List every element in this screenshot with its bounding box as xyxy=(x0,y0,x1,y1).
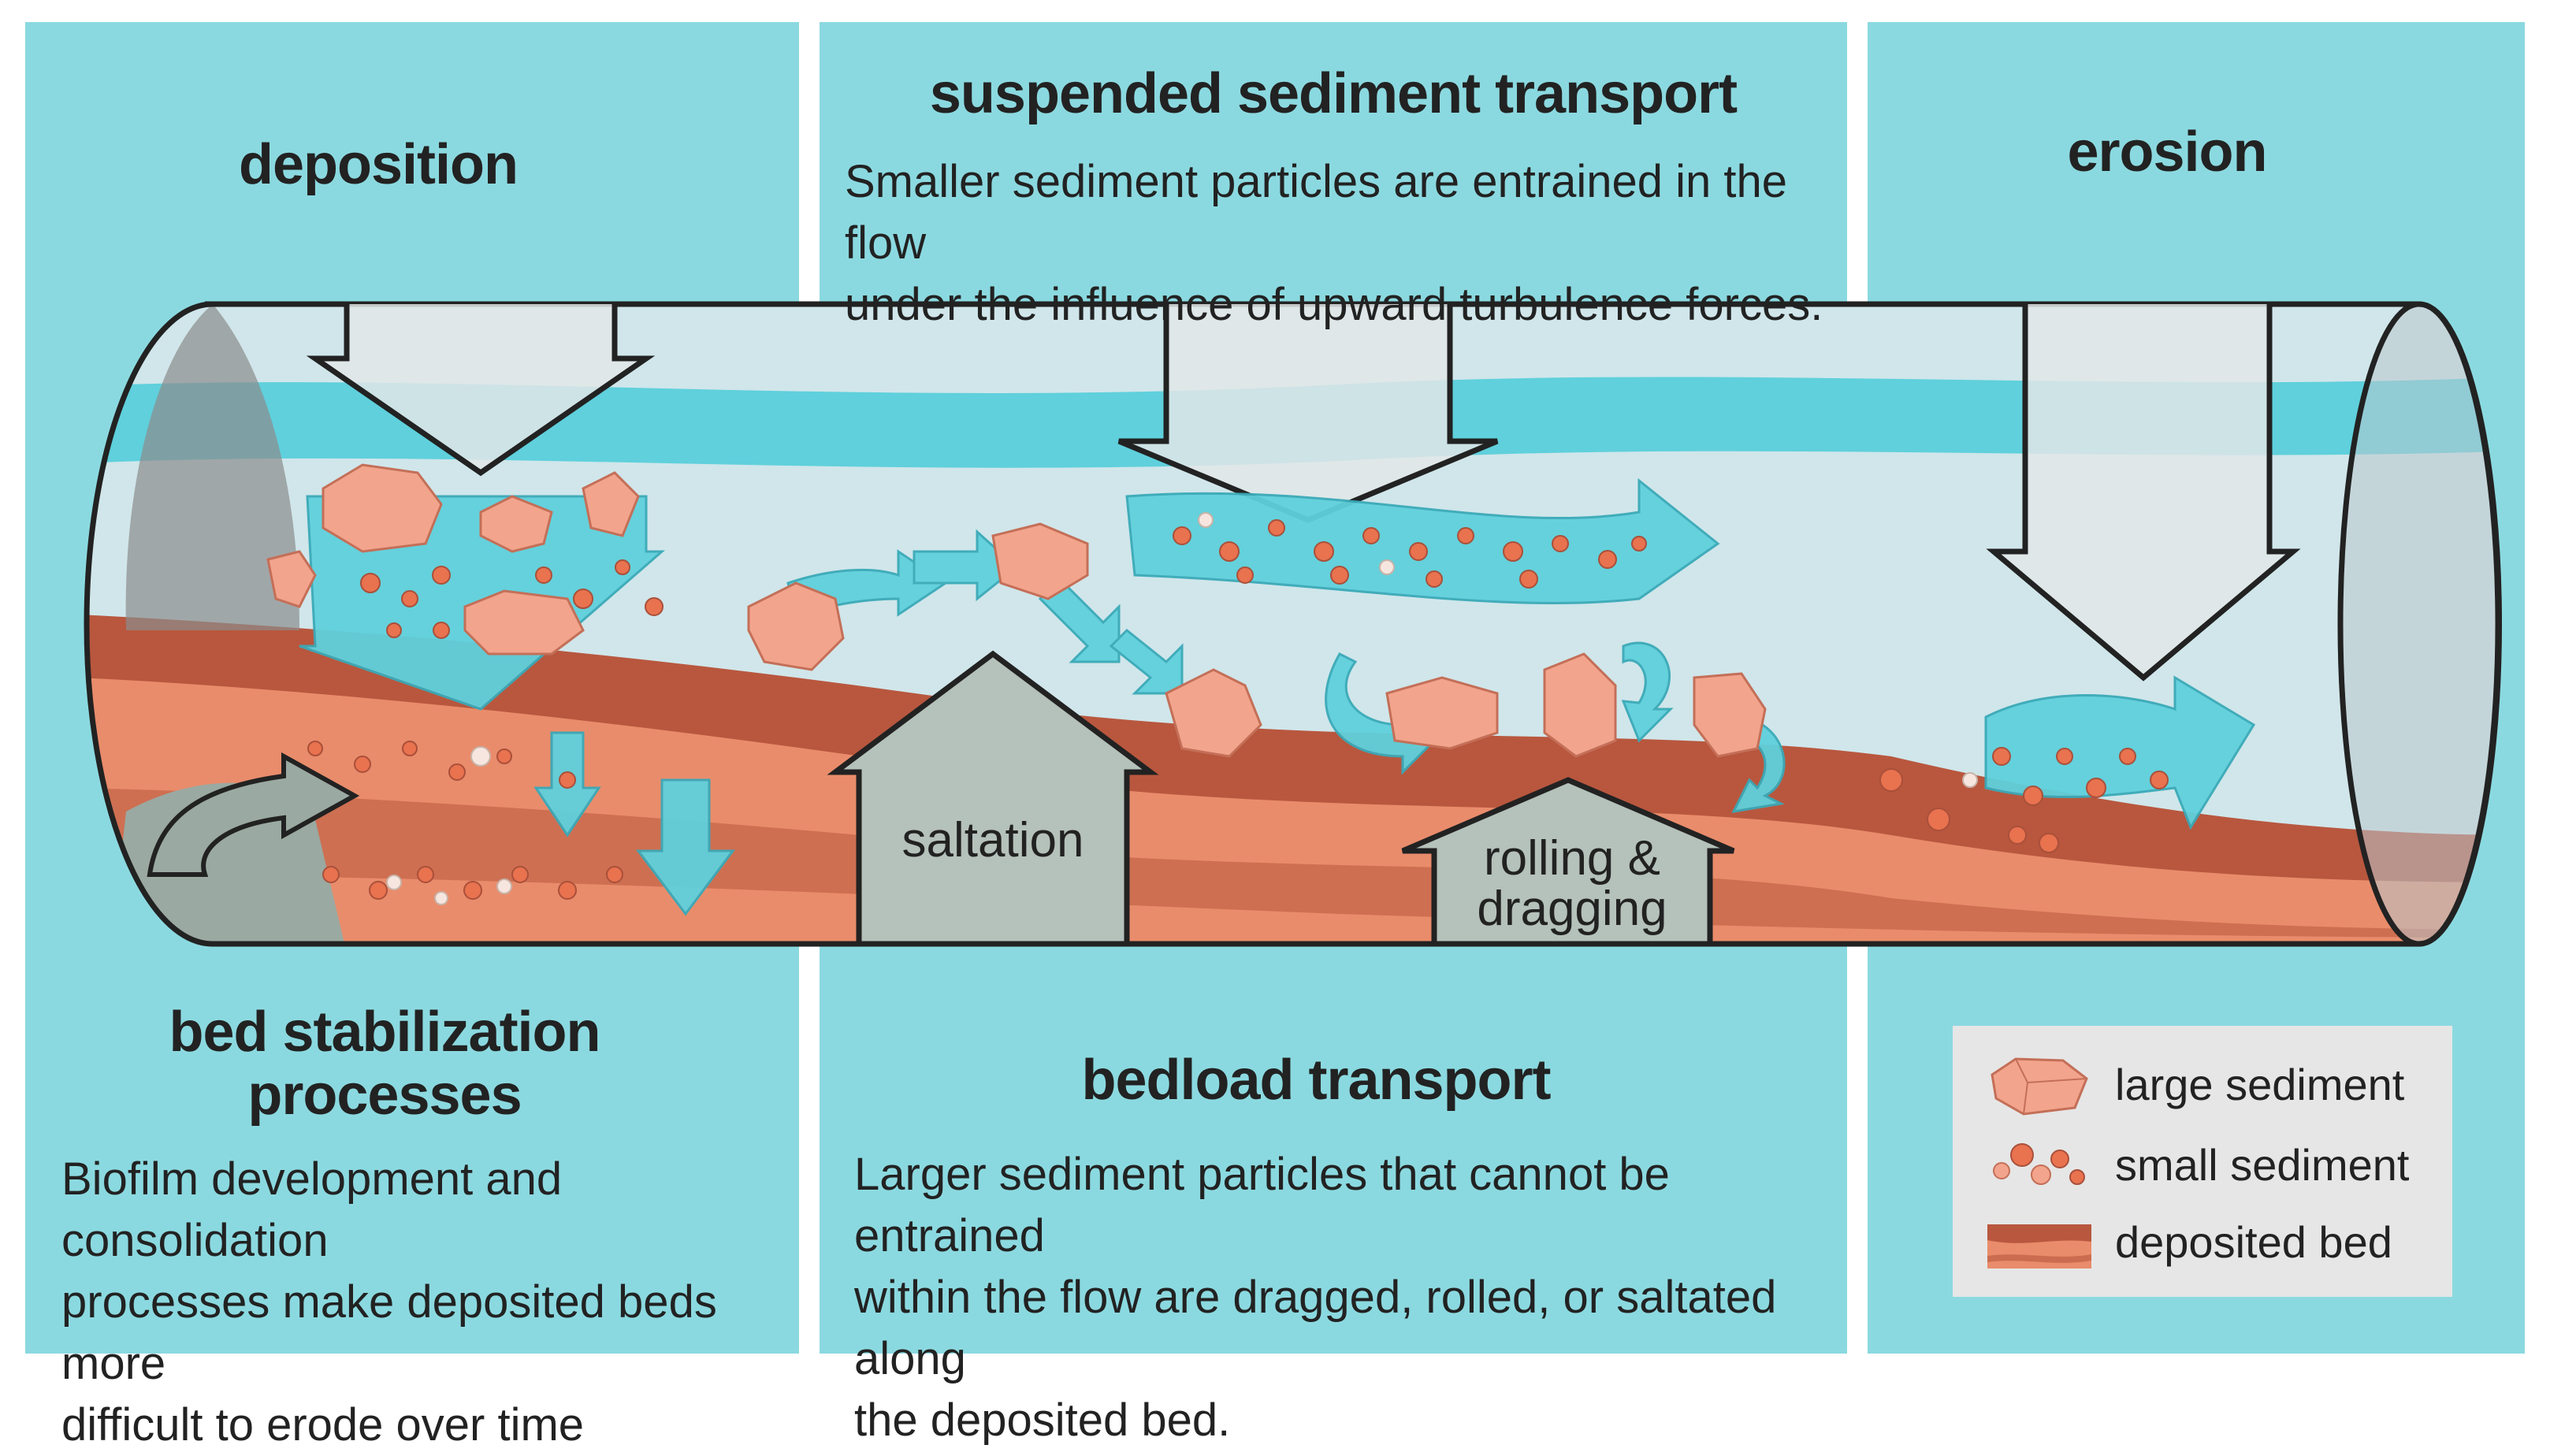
pipe-diagram xyxy=(84,301,2502,947)
legend-item-deposited-bed: deposited bed xyxy=(1953,1201,2452,1280)
suspended-body-line-1: Smaller sediment particles are entrained… xyxy=(845,156,1788,269)
bedload-body-line-2: within the flow are dragged, rolled, or … xyxy=(854,1272,1777,1384)
legend-label-large-sediment: large sediment xyxy=(2115,1060,2405,1109)
bed-stabilization-title-line-1: bed stabilization xyxy=(169,1001,600,1064)
bedload-body-line-3: the deposited bed. xyxy=(854,1395,1231,1446)
suspended-body: Smaller sediment particles are entrained… xyxy=(845,151,1838,336)
legend-item-small-sediment: small sediment xyxy=(1953,1124,2452,1202)
legend-label-small-sediment: small sediment xyxy=(2115,1140,2410,1190)
erosion-title: erosion xyxy=(2067,121,2267,184)
bedload-title: bedload transport xyxy=(1081,1049,1551,1112)
large-sediment-icon xyxy=(1991,1057,2088,1116)
legend-item-large-sediment: large sediment xyxy=(1953,1043,2452,1122)
bed-stabilization-title-line-2: processes xyxy=(247,1064,522,1127)
small-sediment-icon xyxy=(1993,1143,2085,1185)
rolling-label-line-1: rolling & xyxy=(1484,831,1660,886)
legend-label-deposited-bed: deposited bed xyxy=(2115,1217,2392,1267)
bedload-body-line-1: Larger sediment particles that cannot be… xyxy=(854,1149,1670,1261)
rolling-dragging-label: rolling & dragging xyxy=(1434,834,1710,934)
deposition-title: deposition xyxy=(239,133,519,196)
bed-stabilization-body-line-2: processes make deposited beds more xyxy=(61,1276,717,1389)
rolling-label-line-2: dragging xyxy=(1477,882,1667,936)
suspended-title: suspended sediment transport xyxy=(929,62,1738,125)
bed-stabilization-body-line-1: Biofilm development and consolidation xyxy=(61,1153,563,1266)
bed-stabilization-body-line-3: difficult to erode over time xyxy=(61,1399,585,1450)
bed-stabilization-title: bed stabilization processes xyxy=(69,1001,700,1127)
saltation-label: saltation xyxy=(901,813,1084,867)
suspended-body-line-2: under the influence of upward turbulence… xyxy=(845,279,1823,330)
deposited-bed-icon xyxy=(1987,1224,2091,1268)
bedload-body: Larger sediment particles that cannot be… xyxy=(854,1144,1839,1451)
bed-stabilization-body: Biofilm development and consolidation pr… xyxy=(61,1149,794,1456)
legend: large sediment small sediment deposited … xyxy=(1953,1026,2452,1297)
